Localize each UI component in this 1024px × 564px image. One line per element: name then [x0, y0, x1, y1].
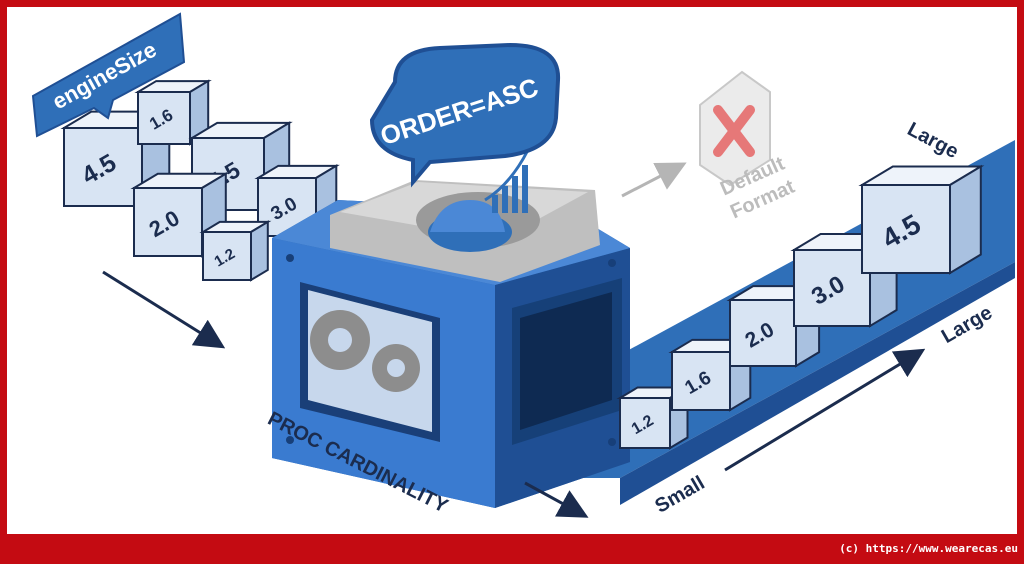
input-cube-group: 4.51.64.52.03.01.2 — [60, 79, 340, 282]
input-flow-arrow — [102, 270, 226, 349]
x-mark-icon — [713, 105, 755, 157]
output-flow-arrow — [524, 481, 589, 518]
sort-axis-arrow — [724, 348, 926, 472]
output-cube: 4.5 — [858, 164, 985, 275]
option-bubble: ORDER=ASC — [369, 42, 561, 188]
default-format-arrow — [621, 162, 687, 198]
output-cube: 1.2 — [616, 385, 692, 450]
output-conveyor-side — [620, 262, 1015, 505]
input-cube: 4.5 — [60, 109, 173, 208]
proc-machine — [272, 149, 630, 508]
input-cube: 1.2 — [199, 220, 272, 282]
output-cube-group: 1.21.62.03.04.5 — [616, 164, 985, 450]
input-cube: 1.6 — [134, 79, 212, 146]
copyright-footer: (c) https://www.wearecas.eu — [839, 542, 1018, 555]
